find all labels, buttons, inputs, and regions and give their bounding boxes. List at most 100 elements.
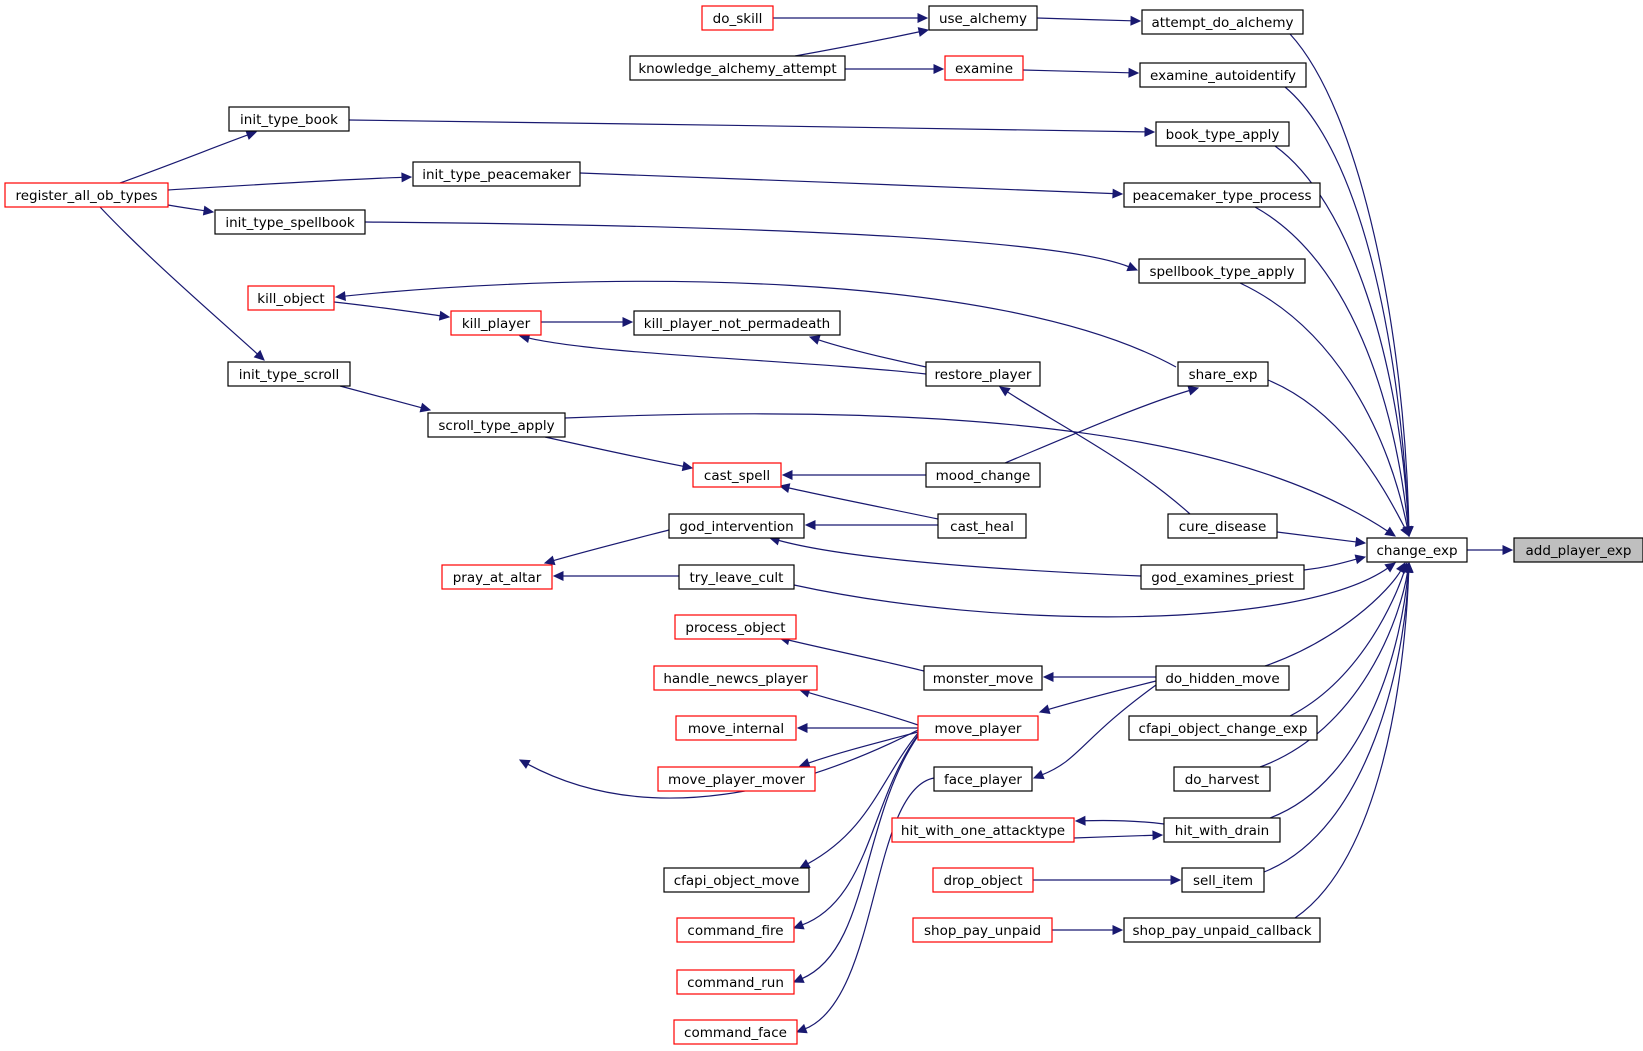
node-label: god_examines_priest <box>1151 570 1294 586</box>
node-label: shop_pay_unpaid <box>924 923 1041 939</box>
node-hit-with-drain[interactable]: hit_with_drain <box>1163 817 1281 843</box>
node-book-type-apply[interactable]: book_type_apply <box>1155 121 1290 147</box>
node-monster-move[interactable]: monster_move <box>923 665 1043 691</box>
edge-try_leave_cult-to-change_exp <box>793 562 1396 618</box>
node-label: command_face <box>684 1025 787 1041</box>
node-label: scroll_type_apply <box>438 418 554 434</box>
node-label: do_hidden_move <box>1165 671 1279 687</box>
node-do-skill[interactable]: do_skill <box>701 5 774 31</box>
node-change-exp[interactable]: change_exp <box>1366 537 1468 563</box>
edge-restore_player-to-kill_player_not_permadeath <box>808 335 927 368</box>
node-pray-at-altar[interactable]: pray_at_altar <box>441 564 553 590</box>
edge-cfapi_object_change_exp-to-change_exp <box>1289 561 1409 717</box>
node-shop-pay-unpaid[interactable]: shop_pay_unpaid <box>912 917 1053 943</box>
node-cfapi-object-change-exp[interactable]: cfapi_object_change_exp <box>1128 715 1318 741</box>
node-label: cast_heal <box>950 519 1014 535</box>
node-hit-with-one-attacktype[interactable]: hit_with_one_attacktype <box>891 817 1075 843</box>
node-move-player[interactable]: move_player <box>917 715 1039 741</box>
edge-move_player-to-pray_at_altar <box>518 729 919 799</box>
node-do-harvest[interactable]: do_harvest <box>1173 766 1271 792</box>
node-label: command_run <box>687 975 784 991</box>
node-kill-player[interactable]: kill_player <box>450 310 542 336</box>
edge-knowledge_alchemy_attempt-to-examine <box>845 64 945 74</box>
node-mood-change[interactable]: mood_change <box>925 462 1041 488</box>
node-cure-disease[interactable]: cure_disease <box>1167 513 1278 539</box>
node-kill-player-not-permadeath[interactable]: kill_player_not_permadeath <box>633 310 841 336</box>
node-box <box>629 55 846 81</box>
node-cast-heal[interactable]: cast_heal <box>937 513 1027 539</box>
node-kill-object[interactable]: kill_object <box>247 285 335 311</box>
node-knowledge-alchemy-attempt[interactable]: knowledge_alchemy_attempt <box>629 55 846 81</box>
node-label: spellbook_type_apply <box>1149 264 1294 280</box>
node-sell-item[interactable]: sell_item <box>1181 867 1265 893</box>
edge-line <box>1284 86 1410 529</box>
edge-arrowhead <box>1144 126 1156 137</box>
node-box <box>1181 867 1265 893</box>
node-box <box>412 161 581 187</box>
node-face-player[interactable]: face_player <box>933 766 1033 792</box>
node-command-run[interactable]: command_run <box>676 969 795 995</box>
edge-line <box>1303 558 1358 571</box>
node-init-type-scroll[interactable]: init_type_scroll <box>227 361 351 387</box>
node-use-alchemy[interactable]: use_alchemy <box>928 5 1038 31</box>
edge-arrowhead <box>1354 554 1367 565</box>
node-box <box>450 310 542 336</box>
node-examine[interactable]: examine <box>944 55 1024 81</box>
node-god-examines-priest[interactable]: god_examines_priest <box>1140 564 1305 590</box>
node-box <box>928 5 1038 31</box>
edge-line <box>333 301 442 317</box>
node-move-internal[interactable]: move_internal <box>675 715 797 741</box>
node-attempt-do-alchemy[interactable]: attempt_do_alchemy <box>1141 9 1304 35</box>
node-do-hidden-move[interactable]: do_hidden_move <box>1155 665 1290 691</box>
node-command-face[interactable]: command_face <box>673 1019 798 1045</box>
node-spellbook-type-apply[interactable]: spellbook_type_apply <box>1138 258 1306 284</box>
node-cfapi-object-move[interactable]: cfapi_object_move <box>663 867 810 893</box>
node-box <box>925 361 1041 387</box>
edge-arrowhead <box>401 172 413 183</box>
node-try-leave-cult[interactable]: try_leave_cult <box>678 564 795 590</box>
edge-line <box>99 206 259 356</box>
node-label: init_type_book <box>240 112 338 128</box>
node-share-exp[interactable]: share_exp <box>1177 361 1269 387</box>
edge-init_type_book-to-book_type_apply <box>348 119 1156 137</box>
node-init-type-book[interactable]: init_type_book <box>228 106 350 132</box>
edge-use_alchemy-to-attempt_do_alchemy <box>1036 15 1142 26</box>
node-label: command_fire <box>687 923 783 939</box>
node-handle-newcs-player[interactable]: handle_newcs_player <box>653 665 818 691</box>
node-move-player-mover[interactable]: move_player_mover <box>657 766 816 792</box>
node-peacemaker-type-process[interactable]: peacemaker_type_process <box>1123 182 1321 208</box>
node-init-type-spellbook[interactable]: init_type_spellbook <box>214 209 366 235</box>
node-label: change_exp <box>1376 543 1457 559</box>
node-box <box>891 817 1075 843</box>
node-box <box>937 513 1027 539</box>
node-box <box>676 969 795 995</box>
node-label: kill_object <box>257 291 324 307</box>
node-register-all-ob-types[interactable]: register_all_ob_types <box>4 182 169 208</box>
edge-line <box>787 639 925 672</box>
edge-share_exp-to-change_exp <box>1267 379 1410 538</box>
edge-arrowhead <box>1074 815 1086 826</box>
node-process-object[interactable]: process_object <box>674 614 797 640</box>
edge-arrowhead <box>1502 545 1514 555</box>
edge-line <box>1289 33 1410 529</box>
node-add-player-exp[interactable]: add_player_exp <box>1513 537 1643 563</box>
edge-line <box>343 280 1177 368</box>
edge-arrowhead <box>1354 536 1367 547</box>
node-examine-autoidentify[interactable]: examine_autoidentify <box>1139 62 1307 88</box>
node-scroll-type-apply[interactable]: scroll_type_apply <box>427 412 566 438</box>
node-restore-player[interactable]: restore_player <box>925 361 1041 387</box>
edge-arrowhead <box>1032 769 1045 780</box>
node-cast-spell[interactable]: cast_spell <box>692 462 782 488</box>
node-init-type-peacemaker[interactable]: init_type_peacemaker <box>412 161 581 187</box>
edge-arrowhead <box>999 386 1011 397</box>
edge-arrowhead <box>438 310 451 321</box>
edge-line <box>1254 206 1409 529</box>
node-label: shop_pay_unpaid_callback <box>1132 923 1311 939</box>
node-drop-object[interactable]: drop_object <box>932 867 1034 893</box>
edge-arrowhead <box>253 349 265 361</box>
edge-line <box>806 732 919 865</box>
node-command-fire[interactable]: command_fire <box>676 917 795 943</box>
node-god-intervention[interactable]: god_intervention <box>668 513 805 539</box>
node-shop-pay-unpaid-callback[interactable]: shop_pay_unpaid_callback <box>1123 917 1321 943</box>
